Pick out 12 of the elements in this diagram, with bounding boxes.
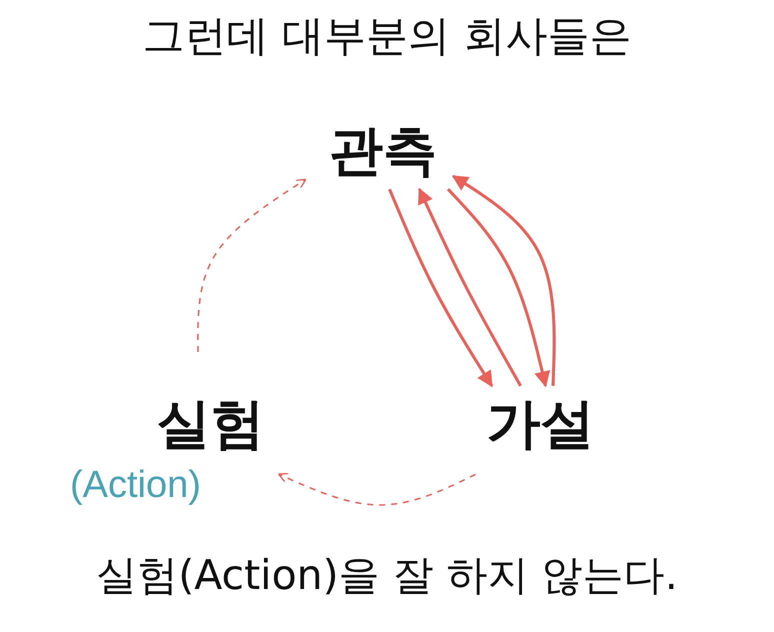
node-label: 실험 [156, 390, 264, 456]
dashed-arrow [197, 178, 306, 352]
node-caption: (Action) [70, 464, 201, 507]
dashed-arrow [278, 472, 476, 506]
node-label: 관측 [329, 118, 437, 184]
caption: 실험(Action)을 잘 하지 않는다. [95, 550, 679, 601]
arrow [446, 188, 550, 388]
arrow [388, 188, 494, 388]
arrow [452, 174, 556, 386]
title: 그런데 대부분의 회사들은 [142, 10, 632, 62]
node-label: 가설 [486, 390, 594, 456]
arrow [418, 188, 522, 387]
